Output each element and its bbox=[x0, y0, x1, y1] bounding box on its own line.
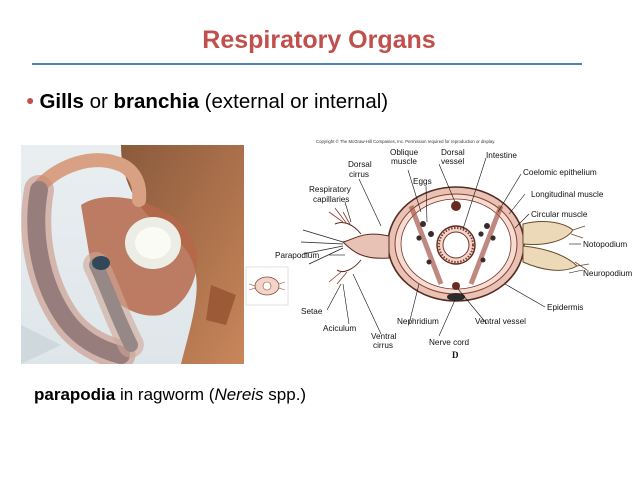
label-dorsal-vessel-1: Dorsal bbox=[441, 148, 465, 157]
label-eggs: Eggs bbox=[413, 177, 432, 186]
label-intestine: Intestine bbox=[486, 151, 517, 160]
caption-nereis: Nereis bbox=[214, 385, 264, 404]
label-neuropodium: Neuropodium bbox=[583, 269, 632, 278]
label-ventral-cirrus-2: cirrus bbox=[373, 341, 393, 350]
bullet-rest: (external or internal) bbox=[198, 90, 389, 113]
label-parapodium: Parapodium bbox=[275, 251, 319, 260]
panel-letter: D bbox=[452, 350, 459, 360]
bullet-point: ●Gills or branchia (external or internal… bbox=[26, 90, 388, 114]
label-oblique-muscle-2: muscle bbox=[391, 157, 417, 166]
image-caption: parapodia in ragworm (Nereis spp.) bbox=[34, 385, 306, 405]
label-ventral-cirrus-1: Ventral bbox=[371, 332, 397, 341]
text-or: or bbox=[83, 90, 114, 113]
label-nephridium: Nephridium bbox=[397, 317, 439, 326]
label-nerve-cord: Nerve cord bbox=[429, 338, 469, 347]
label-aciculum: Aciculum bbox=[323, 324, 356, 333]
label-dorsal-cirrus-1: Dorsal bbox=[348, 160, 372, 169]
label-oblique-muscle-1: Oblique bbox=[390, 148, 419, 157]
caption-in-ragworm: in ragworm ( bbox=[115, 385, 215, 404]
caption-spp: spp.) bbox=[263, 385, 307, 404]
label-notopodium: Notopodium bbox=[583, 240, 627, 249]
label-setae: Setae bbox=[301, 307, 323, 316]
term-gills: Gills bbox=[39, 90, 84, 113]
label-longitudinal-muscle: Longitudinal muscle bbox=[531, 190, 604, 199]
parapodium-cross-section-diagram: Copyright © The McGraw-Hill Companies, I… bbox=[245, 139, 632, 360]
label-respiratory-capillaries-2: capillaries bbox=[313, 195, 349, 204]
thumbnail-diagram bbox=[245, 266, 289, 306]
label-dorsal-vessel-2: vessel bbox=[441, 157, 464, 166]
label-epidermis: Epidermis bbox=[547, 303, 583, 312]
label-respiratory-capillaries-1: Respiratory bbox=[309, 185, 352, 194]
label-dorsal-cirrus-2: cirrus bbox=[349, 170, 369, 179]
ragworm-photo bbox=[21, 145, 244, 364]
caption-parapodia: parapodia bbox=[34, 385, 116, 404]
label-coelomic-epithelium: Coelomic epithelium bbox=[523, 168, 597, 177]
slide-title: Respiratory Organs bbox=[202, 26, 436, 54]
label-circular-muscle: Circular muscle bbox=[531, 210, 588, 219]
copyright-notice: Copyright © The McGraw-Hill Companies, I… bbox=[316, 139, 495, 144]
title-underline bbox=[32, 63, 582, 65]
bullet-icon: ● bbox=[26, 92, 35, 108]
term-branchia: branchia bbox=[113, 90, 199, 113]
label-ventral-vessel: Ventral vessel bbox=[475, 317, 526, 326]
